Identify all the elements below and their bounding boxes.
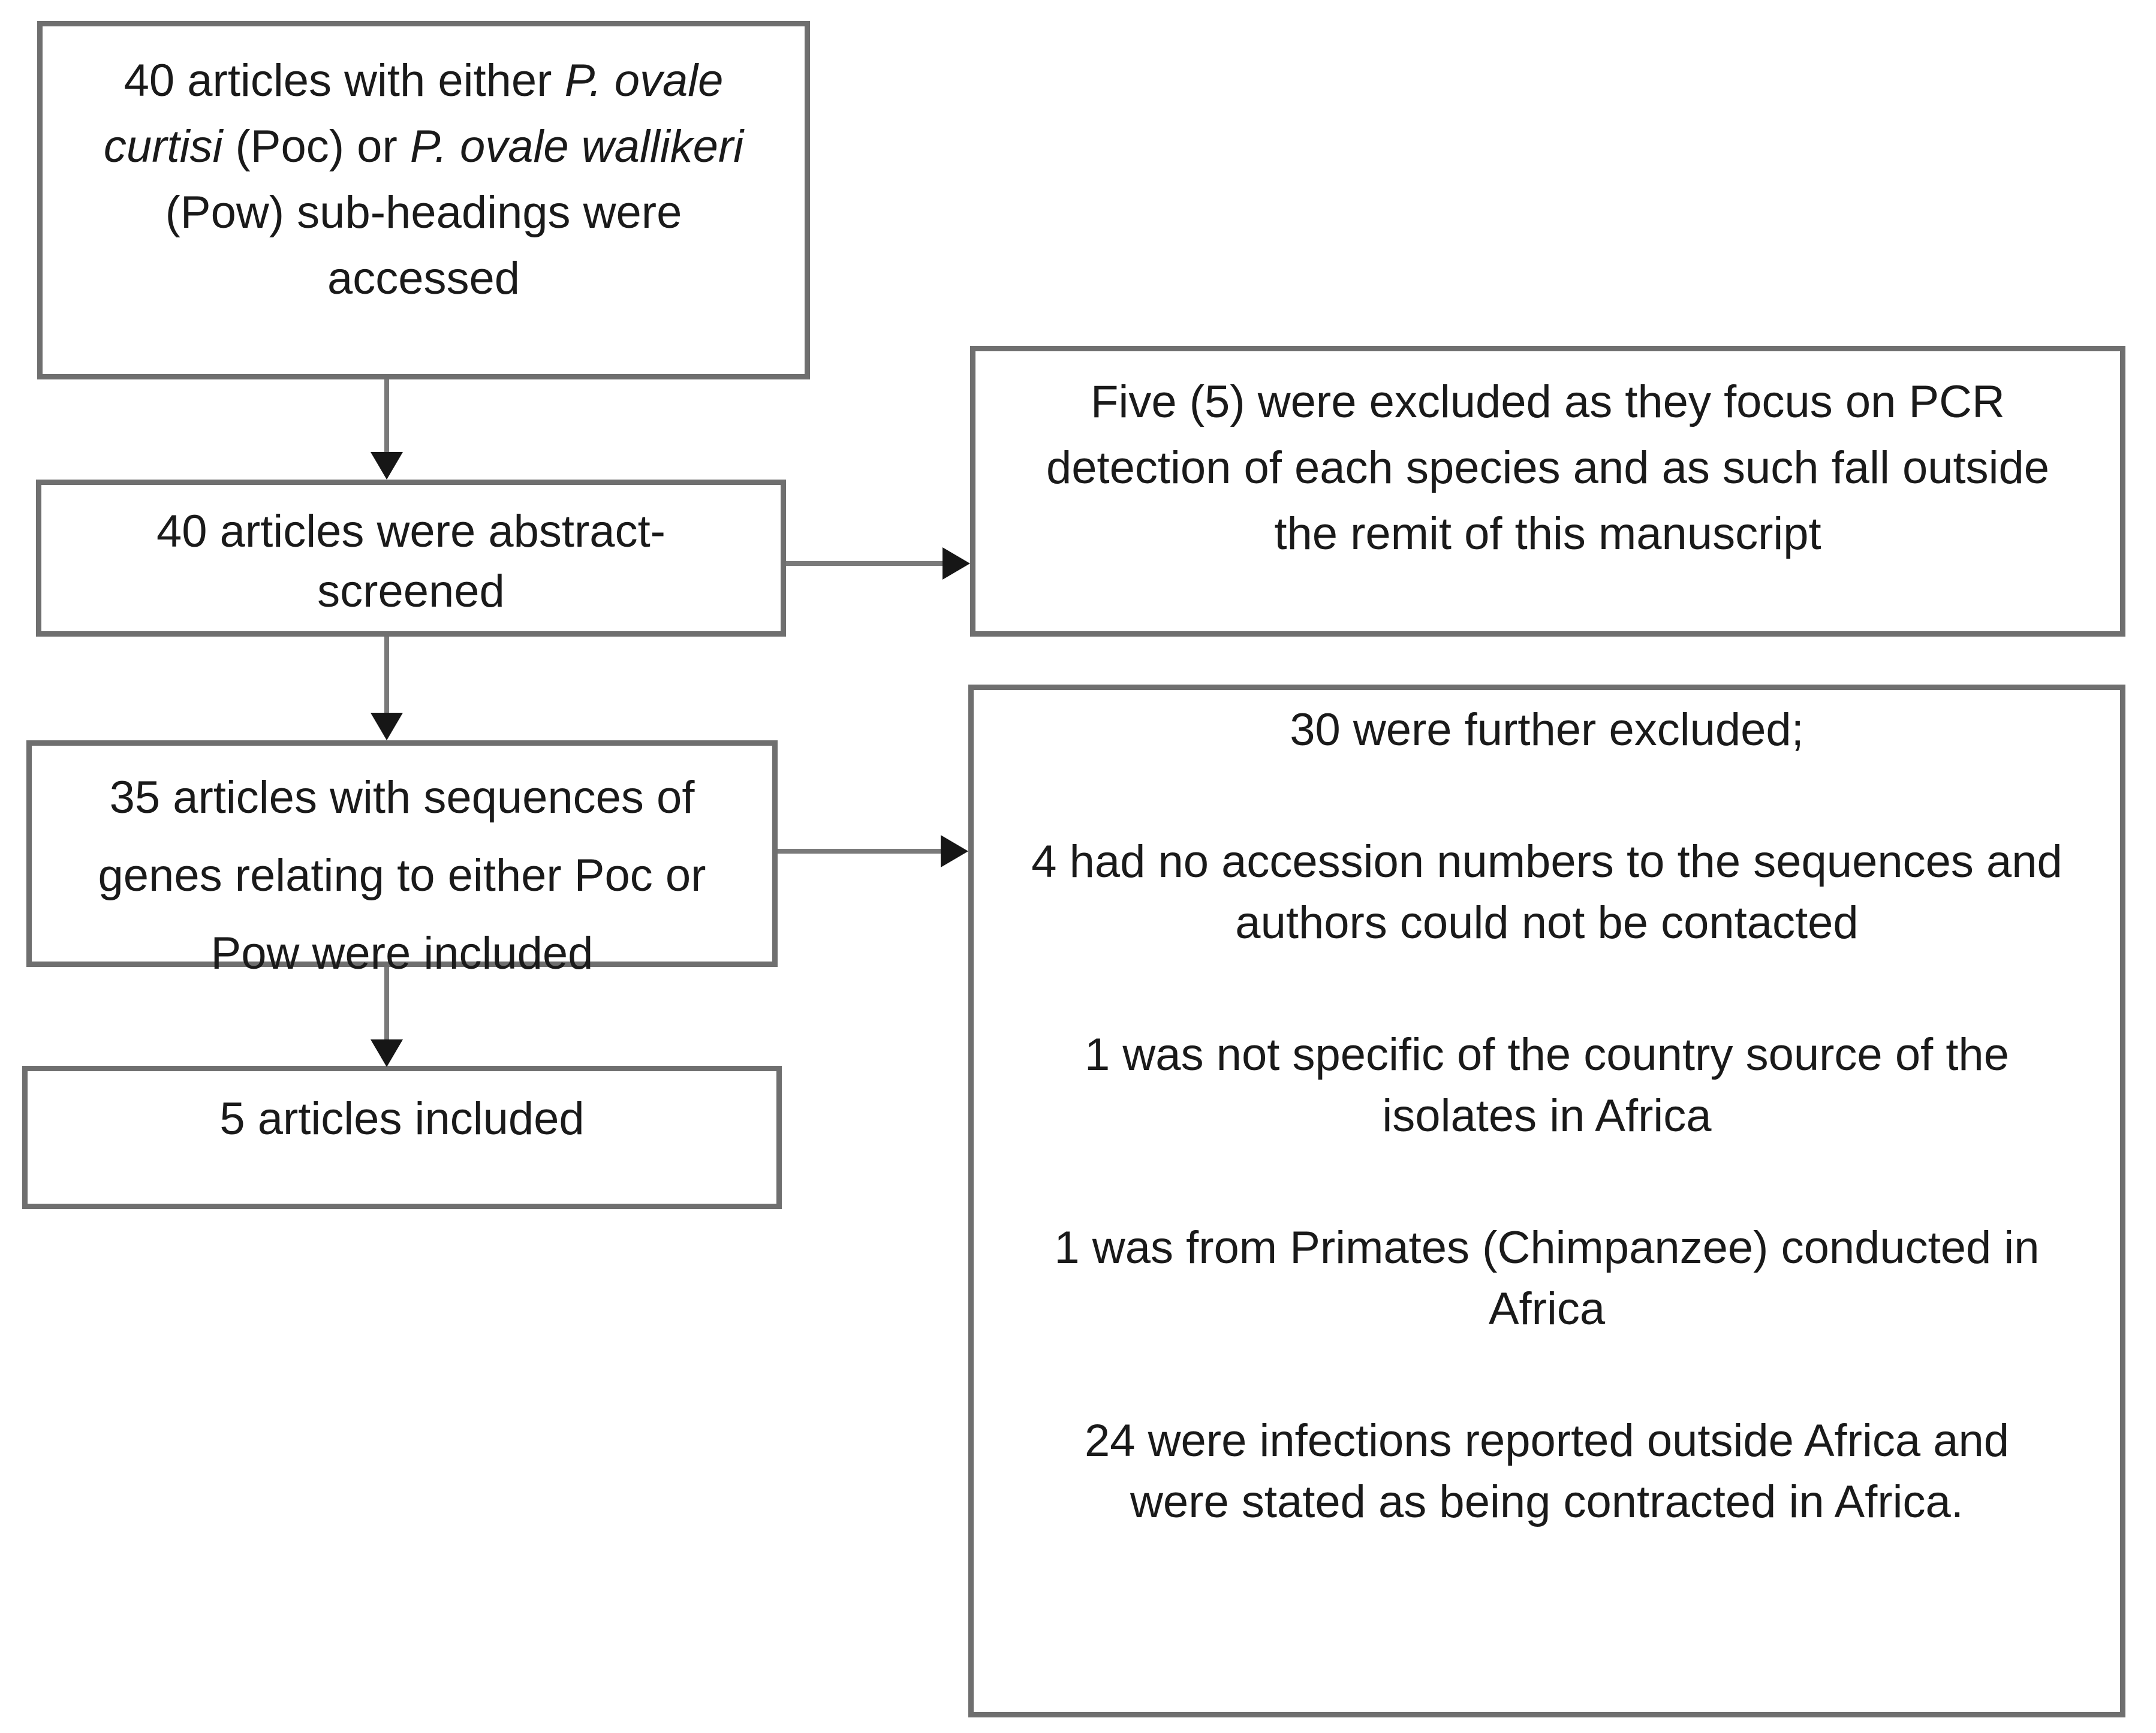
box-text-line: 5 articles included <box>219 1093 585 1144</box>
box-text-line: 35 articles with sequences of <box>109 772 695 823</box>
box-text-line: the remit of this manuscript <box>1274 508 1821 559</box>
box-text-line: curtisi (Poc) or P. ovale wallikeri <box>43 114 805 180</box>
box-text-line: 1 was not specific of the country source… <box>1085 1029 2009 1080</box>
box-text-line: were stated as being contracted in Afric… <box>1130 1476 1964 1527</box>
exclusion-paragraph: 1 was from Primates (Chimpanzee) conduct… <box>974 1217 2120 1340</box>
text-segment: 40 articles with either <box>124 55 565 106</box>
exclusion-paragraph: 24 were infections reported outside Afri… <box>974 1410 2120 1533</box>
connector-sequences-to-exclusions-arrowhead-icon <box>941 835 968 867</box>
box-text-line: 40 articles were abstract- <box>156 506 666 557</box>
text-segment-italic: P. ovale <box>564 55 724 106</box>
connector-screened-to-sequences-arrowhead-icon <box>371 713 403 740</box>
box-text-line: detection of each species and as such fa… <box>1046 442 2050 493</box>
box-text-line: genes relating to either Poc or <box>98 850 706 901</box>
connector-screened-to-pcr-exclusion-line <box>786 561 945 566</box>
flow-box-articles-accessed: 40 articles with either P. ovale curtisi… <box>37 21 810 379</box>
flow-box-further-exclusions: 30 were further excluded; 4 had no acces… <box>968 685 2125 1717</box>
connector-accessed-to-screened-arrowhead-icon <box>371 452 403 480</box>
exclusion-paragraph: 1 was not specific of the country source… <box>974 1024 2120 1147</box>
connector-sequences-to-exclusions-line <box>778 849 943 854</box>
box-text-line: 1 was from Primates (Chimpanzee) conduct… <box>1054 1222 2040 1273</box>
text-segment-italic: curtisi <box>103 121 223 172</box>
flow-box-abstract-screened: 40 articles were abstract- screened <box>36 480 786 637</box>
box-text-line: Five (5) were excluded as they focus on … <box>1091 376 2005 427</box>
box-text-line: Pow were included <box>210 928 594 979</box>
connector-screened-to-pcr-exclusion-arrowhead-icon <box>943 547 970 580</box>
box-text-line: 30 were further excluded; <box>1290 704 1804 755</box>
flow-box-sequences-included: 35 articles with sequences of genes rela… <box>26 740 778 979</box>
flow-box-pcr-exclusion: Five (5) were excluded as they focus on … <box>970 346 2125 637</box>
box-text-line: 40 articles with either P. ovale <box>43 48 805 114</box>
connector-accessed-to-screened-line <box>384 379 389 452</box>
exclusion-paragraph: 4 had no accession numbers to the sequen… <box>974 831 2120 954</box>
flow-box-articles-included: 5 articles included <box>22 1066 782 1209</box>
box-text-line: 4 had no accession numbers to the sequen… <box>1031 836 2062 887</box>
text-segment-italic: P. ovale wallikeri <box>409 121 744 172</box>
box-text-line: isolates in Africa <box>1382 1090 1712 1141</box>
connector-sequences-to-included-arrowhead-icon <box>371 1039 403 1067</box>
connector-sequences-to-included-line <box>384 967 389 1039</box>
box-text-line: (Pow) sub-headings were <box>43 180 805 246</box>
box-text-line: 24 were infections reported outside Afri… <box>1084 1415 2010 1466</box>
text-segment: accessed <box>327 253 520 304</box>
box-text-line: Africa <box>1488 1283 1606 1334</box>
exclusion-paragraph: 30 were further excluded; <box>974 700 2120 761</box>
box-text-line: accessed <box>43 246 805 312</box>
connector-screened-to-sequences-line <box>384 637 389 713</box>
box-text-line: authors could not be contacted <box>1235 897 1859 948</box>
text-segment: (Pow) sub-headings were <box>165 187 682 238</box>
text-segment: (Poc) or <box>222 121 410 172</box>
box-text-line: screened <box>317 566 505 617</box>
